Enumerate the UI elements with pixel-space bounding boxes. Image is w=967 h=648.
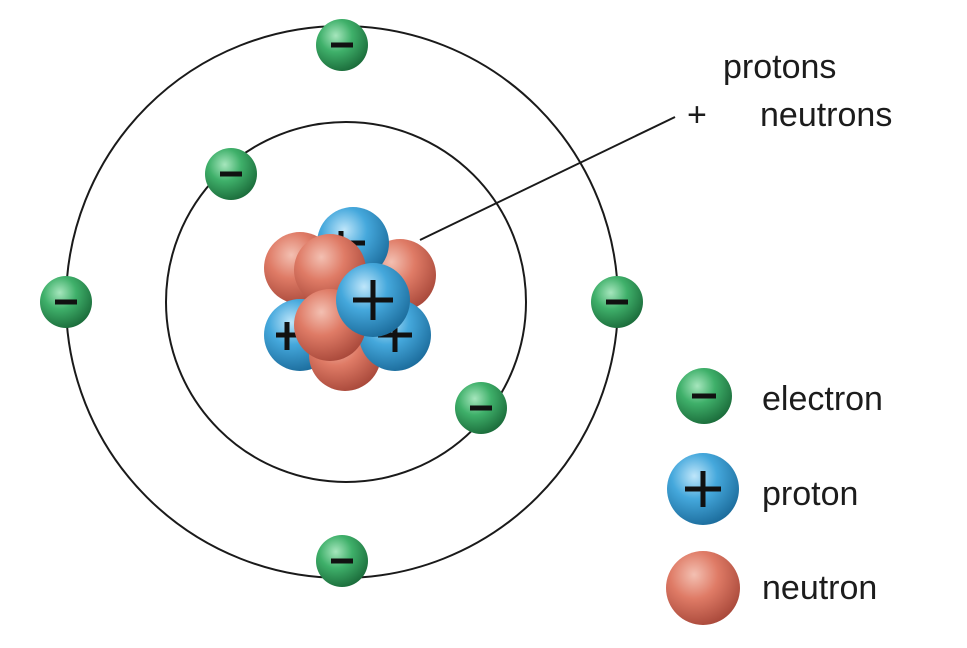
legend-label-proton: proton <box>762 475 859 513</box>
electron <box>316 19 368 71</box>
annotation-plus: + <box>687 96 707 134</box>
annotation-protons: protons <box>723 48 837 86</box>
nucleus <box>264 207 436 391</box>
electron <box>316 535 368 587</box>
annotation-neutrons: neutrons <box>760 96 893 134</box>
inner-orbit <box>165 121 527 483</box>
legend-label-electron: electron <box>762 380 883 418</box>
electron <box>455 382 507 434</box>
annotation-pointer-line <box>419 116 676 241</box>
electron <box>591 276 643 328</box>
electron <box>205 148 257 200</box>
legend-neutron-symbol <box>666 551 740 625</box>
legend-electron-symbol <box>676 368 732 424</box>
legend-proton-symbol <box>667 453 739 525</box>
proton <box>336 263 410 337</box>
electron <box>40 276 92 328</box>
legend-label-neutron: neutron <box>762 569 878 607</box>
